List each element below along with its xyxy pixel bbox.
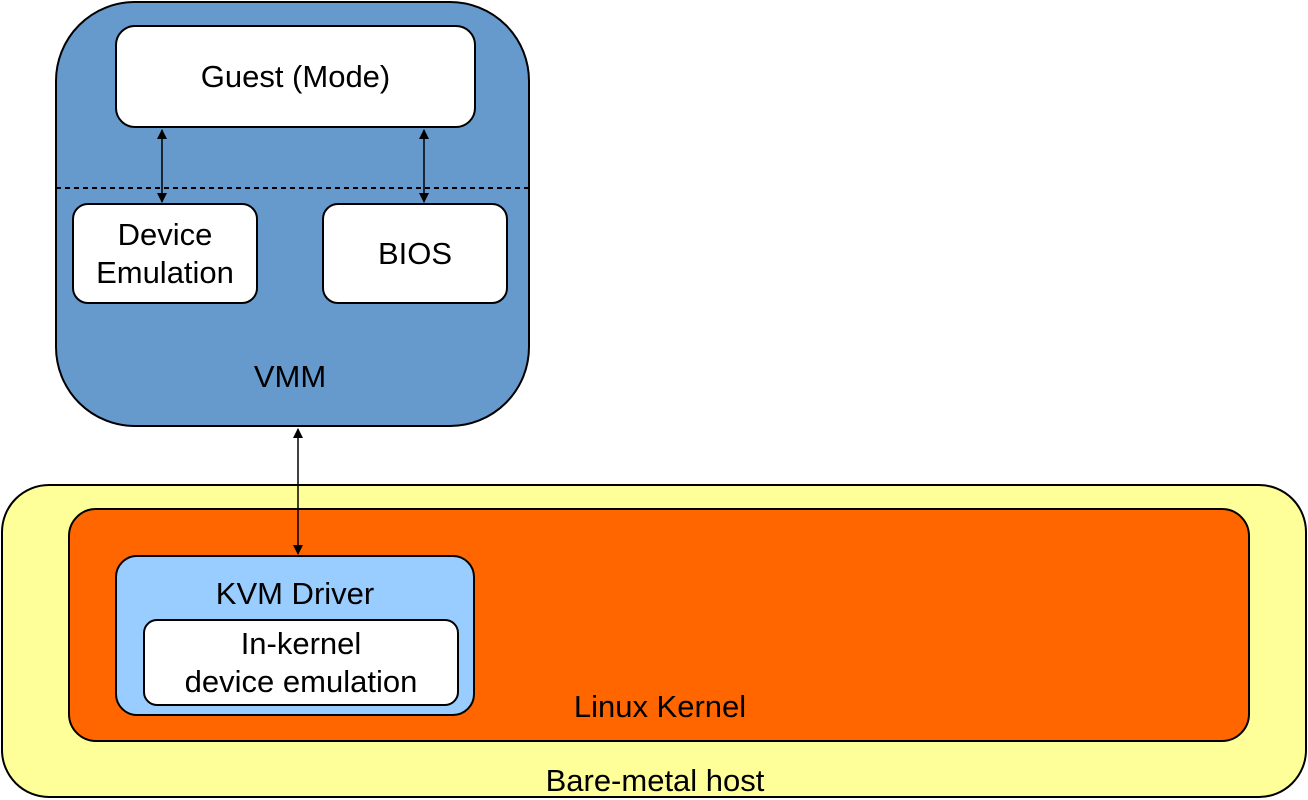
in-kernel-device-emulation-box: In-kernel device emulation	[143, 619, 459, 706]
device-emulation-label: Device Emulation	[96, 216, 234, 292]
vmm-label: VMM	[253, 359, 327, 394]
bare-metal-host-label: Bare-metal host	[545, 763, 765, 798]
device-emulation-box: Device Emulation	[72, 203, 258, 304]
linux-kernel-label: Linux Kernel	[573, 689, 747, 724]
guest-mode-box: Guest (Mode)	[115, 25, 476, 128]
in-kernel-label-line1: In-kernel	[240, 625, 362, 661]
in-kernel-device-emulation-label: In-kernel device emulation	[185, 625, 418, 701]
bios-label: BIOS	[377, 235, 453, 271]
device-emulation-label-line2: Emulation	[96, 254, 234, 290]
bios-box: BIOS	[322, 203, 508, 304]
guest-mode-label: Guest (Mode)	[200, 58, 391, 94]
in-kernel-label-line2: device emulation	[184, 663, 418, 699]
device-emulation-label-line1: Device	[117, 216, 213, 252]
kvm-driver-label: KVM Driver	[215, 576, 375, 611]
